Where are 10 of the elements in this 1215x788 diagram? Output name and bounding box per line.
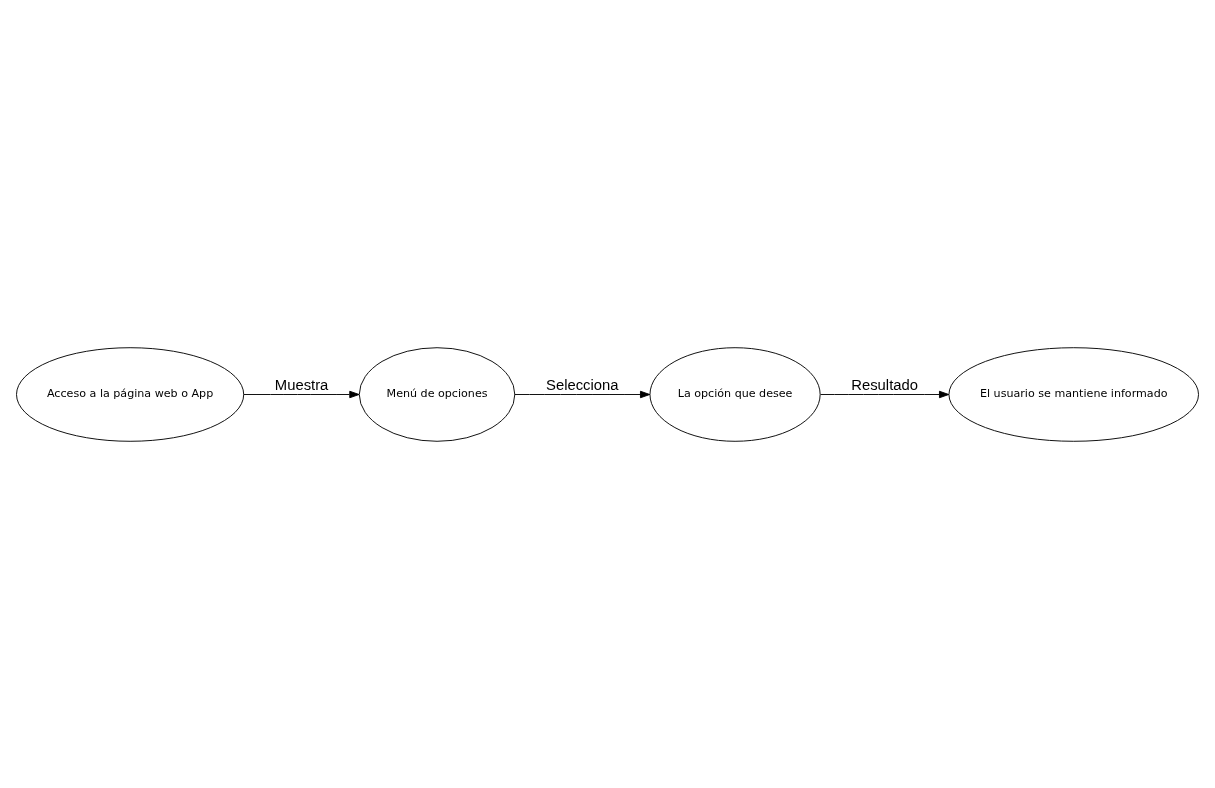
node-ellipse: Acceso a la página web o App xyxy=(16,346,245,442)
edge-label: Selecciona xyxy=(546,376,619,393)
node-ellipse: La opción que desee xyxy=(649,346,821,442)
node-ellipse: El usuario se mantiene informado xyxy=(948,346,1199,442)
arrow xyxy=(514,390,651,398)
arrow xyxy=(820,390,950,398)
node-ellipse: Menú de opciones xyxy=(358,346,516,442)
arrow xyxy=(243,390,360,398)
edge-label: Muestra xyxy=(274,376,329,393)
edge-label: Resultado xyxy=(851,376,918,393)
